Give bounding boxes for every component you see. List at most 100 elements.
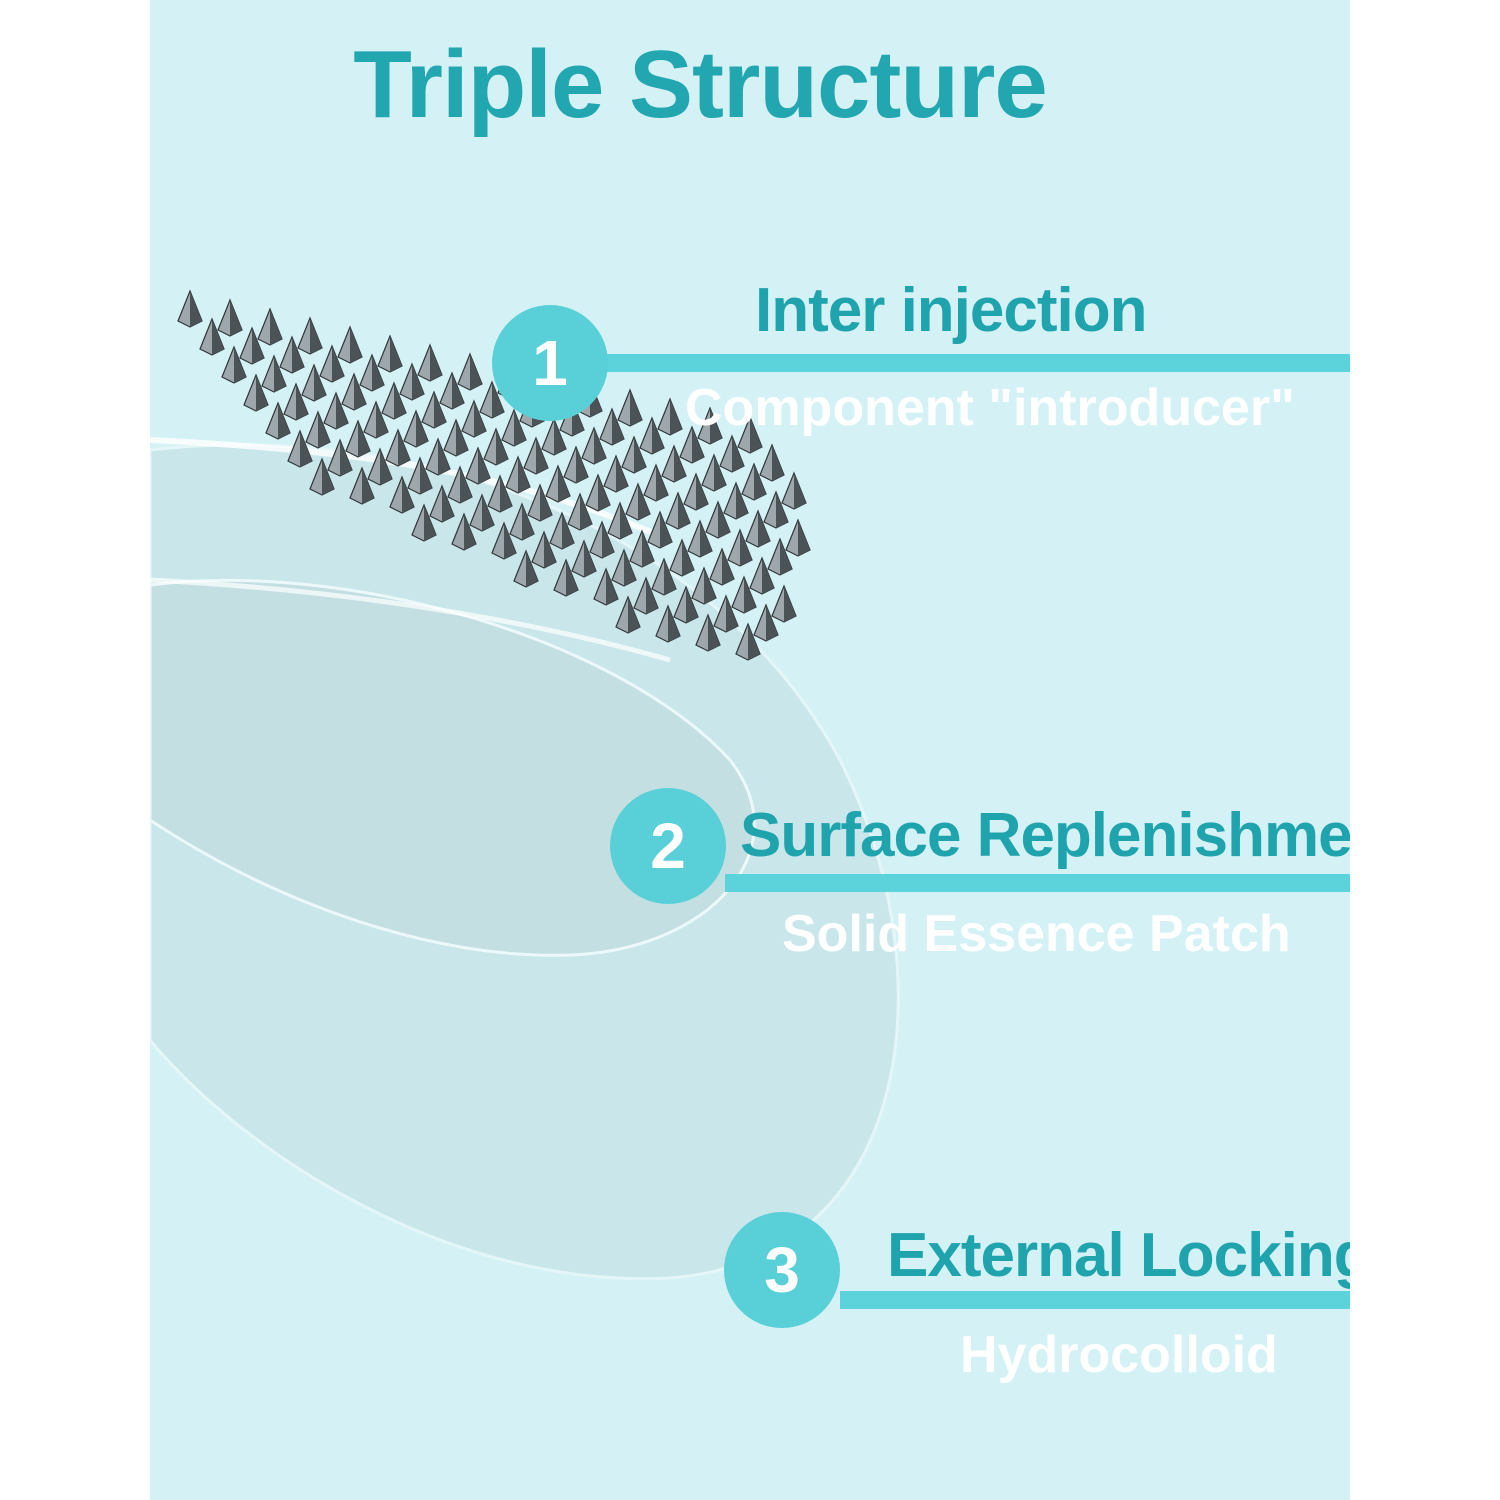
microneedle-shadow bbox=[628, 597, 640, 633]
microneedle-shadow bbox=[714, 455, 726, 491]
microneedle-shadow bbox=[402, 477, 414, 513]
microneedle-shadow bbox=[292, 337, 304, 373]
microneedle-shadow bbox=[540, 485, 552, 521]
microneedle-shadow bbox=[430, 345, 442, 381]
layer-2-badge: 2 bbox=[610, 788, 726, 904]
microneedle-shadow bbox=[798, 520, 810, 556]
microneedle-shadow bbox=[566, 560, 578, 596]
microneedle-array bbox=[177, 289, 811, 661]
microneedle-shadow bbox=[212, 319, 224, 355]
layer-2-heading: Surface Replenishment bbox=[740, 801, 1350, 870]
layer-3-heading: External Locking bbox=[887, 1221, 1350, 1290]
microneedle-shadow bbox=[668, 606, 680, 642]
microneedle-shadow bbox=[252, 328, 264, 364]
microneedle-shadow bbox=[234, 347, 246, 383]
microneedle-shadow bbox=[190, 291, 202, 327]
microneedle-shadow bbox=[456, 420, 468, 456]
microneedle-shadow bbox=[318, 412, 330, 448]
microneedle-shadow bbox=[332, 346, 344, 382]
microneedle-shadow bbox=[492, 382, 504, 418]
microneedle-shadow bbox=[544, 532, 556, 568]
microneedle-shadow bbox=[612, 409, 624, 445]
microneedle-shadow bbox=[696, 474, 708, 510]
microneedle-shadow bbox=[376, 402, 388, 438]
microneedle-shadow bbox=[526, 551, 538, 587]
microneedle-shadow bbox=[584, 541, 596, 577]
patch-illustration bbox=[150, 289, 900, 1281]
microneedle-shadow bbox=[736, 483, 748, 519]
microneedle-shadow bbox=[748, 624, 760, 660]
microneedle-shadow bbox=[496, 429, 508, 465]
microneedle-shadow bbox=[682, 540, 694, 576]
microneedle-shadow bbox=[420, 458, 432, 494]
microneedle-shadow bbox=[580, 494, 592, 530]
microneedle-shadow bbox=[358, 421, 370, 457]
microneedle-shadow bbox=[664, 559, 676, 595]
microneedle-shadow bbox=[394, 383, 406, 419]
microneedle-shadow bbox=[536, 438, 548, 474]
microneedle-shadow bbox=[722, 549, 734, 585]
microneedle-shadow bbox=[674, 446, 686, 482]
microneedle-shadow bbox=[754, 464, 766, 500]
microneedle-shadow bbox=[630, 390, 642, 426]
microneedle-shadow bbox=[710, 408, 722, 444]
microneedle-shadow bbox=[562, 513, 574, 549]
microneedle-shadow bbox=[350, 327, 362, 363]
microneedle-shadow bbox=[616, 456, 628, 492]
microneedle-shadow bbox=[686, 587, 698, 623]
layer-2-subheading: Solid Essence Patch bbox=[782, 905, 1291, 963]
microneedle-shadow bbox=[750, 417, 762, 453]
microneedle-shadow bbox=[390, 336, 402, 372]
microneedle-shadow bbox=[598, 475, 610, 511]
microneedle-shadow bbox=[772, 445, 784, 481]
microneedle-shadow bbox=[230, 300, 242, 336]
layer-1-heading: Inter injection bbox=[755, 276, 1147, 345]
microneedle-shadow bbox=[514, 410, 526, 446]
microneedle-shadow bbox=[482, 495, 494, 531]
microneedle-shadow bbox=[340, 440, 352, 476]
microneedle-shadow bbox=[762, 558, 774, 594]
microneedle-shadow bbox=[504, 523, 516, 559]
microneedle-shadow bbox=[652, 418, 664, 454]
microneedle-shadow bbox=[380, 449, 392, 485]
infographic-panel: Triple Structure 1 Inter injection Compo… bbox=[150, 0, 1350, 1500]
microneedle-shadow bbox=[278, 403, 290, 439]
microneedle-shadow bbox=[310, 318, 322, 354]
microneedle-shadow bbox=[434, 392, 446, 428]
page-title: Triple Structure bbox=[353, 31, 1048, 138]
microneedle-shadow bbox=[518, 457, 530, 493]
microneedle-shadow bbox=[416, 411, 428, 447]
microneedle-shadow bbox=[464, 514, 476, 550]
microneedle-shadow bbox=[594, 428, 606, 464]
microneedle-shadow bbox=[322, 459, 334, 495]
microneedle-shadow bbox=[354, 374, 366, 410]
microneedle-shadow bbox=[732, 436, 744, 472]
microneedle-shadow bbox=[256, 375, 268, 411]
microneedle-shadow bbox=[522, 504, 534, 540]
microneedle-shadow bbox=[500, 476, 512, 512]
layer-3-badge: 3 bbox=[724, 1212, 840, 1328]
microneedle-shadow bbox=[602, 522, 614, 558]
microneedle-shadow bbox=[794, 473, 806, 509]
microneedle-shadow bbox=[678, 493, 690, 529]
microneedle-shadow bbox=[766, 605, 778, 641]
microneedle-shadow bbox=[740, 530, 752, 566]
microneedle-shadow bbox=[460, 467, 472, 503]
microneedle-shadow bbox=[470, 354, 482, 390]
microneedle-shadow bbox=[606, 569, 618, 605]
microneedle-shadow bbox=[634, 437, 646, 473]
microneedle-shadow bbox=[372, 355, 384, 391]
microneedle-shadow bbox=[452, 373, 464, 409]
microneedle-shadow bbox=[704, 568, 716, 604]
microneedle-shadow bbox=[670, 399, 682, 435]
microneedle-shadow bbox=[442, 486, 454, 522]
microneedle-shadow bbox=[656, 465, 668, 501]
microneedle-shadow bbox=[362, 468, 374, 504]
microneedle-shadow bbox=[478, 448, 490, 484]
microneedle-shadow bbox=[438, 439, 450, 475]
layer-1-badge: 1 bbox=[492, 305, 608, 421]
microneedle-shadow bbox=[718, 502, 730, 538]
layer-3-subheading: Hydrocolloid bbox=[960, 1326, 1278, 1384]
microneedle-shadow bbox=[638, 484, 650, 520]
microneedle-shadow bbox=[274, 356, 286, 392]
